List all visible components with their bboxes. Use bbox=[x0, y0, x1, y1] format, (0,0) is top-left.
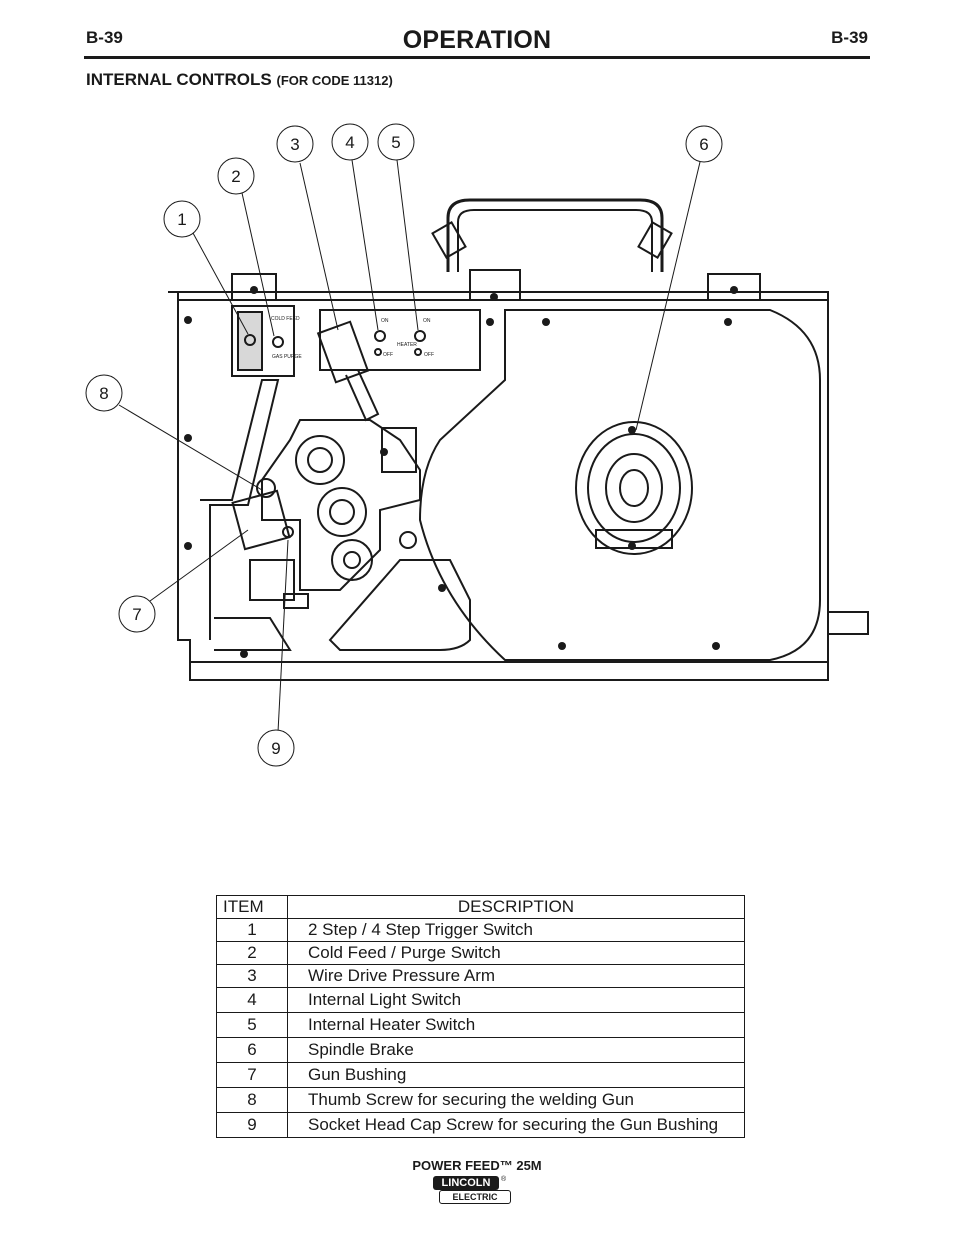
logo-top: LINCOLN bbox=[433, 1176, 499, 1190]
items-table-header: ITEM DESCRIPTION bbox=[216, 895, 745, 919]
lincoln-electric-logo: LINCOLN ® ELECTRIC bbox=[433, 1176, 511, 1204]
header-rule bbox=[84, 56, 870, 59]
table-row: 4 Internal Light Switch bbox=[216, 987, 745, 1013]
table-row: 6 Spindle Brake bbox=[216, 1037, 745, 1063]
panel-label-on-light: ON bbox=[381, 318, 389, 324]
section-title: INTERNAL CONTROLS (FOR CODE 11312) bbox=[86, 70, 393, 90]
row-item: 6 bbox=[216, 1037, 288, 1063]
footer-model: POWER FEED™ 25M bbox=[412, 1158, 542, 1173]
table-row: 7 Gun Bushing bbox=[216, 1062, 745, 1088]
logo-registered: ® bbox=[501, 1176, 507, 1183]
row-item: 5 bbox=[216, 1012, 288, 1038]
items-table: ITEM DESCRIPTION 1 2 Step / 4 Step Trigg… bbox=[216, 895, 745, 1138]
callout-5: 5 bbox=[391, 133, 400, 152]
callout-4: 4 bbox=[345, 133, 354, 152]
page-number-left: B-39 bbox=[86, 28, 123, 47]
row-description: Spindle Brake bbox=[287, 1037, 745, 1063]
page-number-right: B-39 bbox=[831, 28, 868, 47]
callout-6: 6 bbox=[699, 135, 708, 154]
row-item: 8 bbox=[216, 1087, 288, 1113]
wire-feeder-diagram: COLD FEED GAS PURGE ON OFF HEATER ON OFF… bbox=[85, 123, 869, 767]
table-row: 8 Thumb Screw for securing the welding G… bbox=[216, 1087, 745, 1113]
row-item: 2 bbox=[216, 941, 288, 965]
callout-7: 7 bbox=[132, 605, 141, 624]
row-description: Cold Feed / Purge Switch bbox=[287, 941, 745, 965]
row-description: Internal Light Switch bbox=[287, 987, 745, 1013]
panel-label-cold-feed: COLD FEED bbox=[271, 316, 300, 322]
callout-8: 8 bbox=[99, 384, 108, 403]
logo-bottom: ELECTRIC bbox=[439, 1190, 511, 1204]
row-description: Internal Heater Switch bbox=[287, 1012, 745, 1038]
panel-label-off-light: OFF bbox=[383, 352, 393, 358]
table-row: 1 2 Step / 4 Step Trigger Switch bbox=[216, 918, 745, 942]
table-row: 9 Socket Head Cap Screw for securing the… bbox=[216, 1112, 745, 1138]
page-title: OPERATION bbox=[402, 26, 552, 54]
callout-3: 3 bbox=[290, 135, 299, 154]
callout-9: 9 bbox=[271, 739, 280, 758]
panel-label-on-heater: ON bbox=[423, 318, 431, 324]
row-item: 7 bbox=[216, 1062, 288, 1088]
callout-2: 2 bbox=[231, 167, 240, 186]
panel-label-off-heater: OFF bbox=[424, 352, 434, 358]
row-description: Wire Drive Pressure Arm bbox=[287, 964, 745, 988]
table-row: 2 Cold Feed / Purge Switch bbox=[216, 941, 745, 965]
row-description: Thumb Screw for securing the welding Gun bbox=[287, 1087, 745, 1113]
row-description: Gun Bushing bbox=[287, 1062, 745, 1088]
table-row: 3 Wire Drive Pressure Arm bbox=[216, 964, 745, 988]
panel-label-gas-purge: GAS PURGE bbox=[272, 354, 302, 360]
row-description: Socket Head Cap Screw for securing the G… bbox=[287, 1112, 745, 1138]
callout-1: 1 bbox=[177, 210, 186, 229]
row-item: 1 bbox=[216, 918, 288, 942]
table-row: 5 Internal Heater Switch bbox=[216, 1012, 745, 1038]
row-item: 4 bbox=[216, 987, 288, 1013]
section-subtitle: (FOR CODE 11312) bbox=[276, 73, 393, 88]
header-description: DESCRIPTION bbox=[287, 895, 745, 919]
panel-label-heater: HEATER bbox=[397, 342, 417, 348]
row-item: 9 bbox=[216, 1112, 288, 1138]
row-item: 3 bbox=[216, 964, 288, 988]
header-item: ITEM bbox=[216, 895, 288, 919]
row-description: 2 Step / 4 Step Trigger Switch bbox=[287, 918, 745, 942]
section-title-text: INTERNAL CONTROLS bbox=[86, 70, 272, 89]
